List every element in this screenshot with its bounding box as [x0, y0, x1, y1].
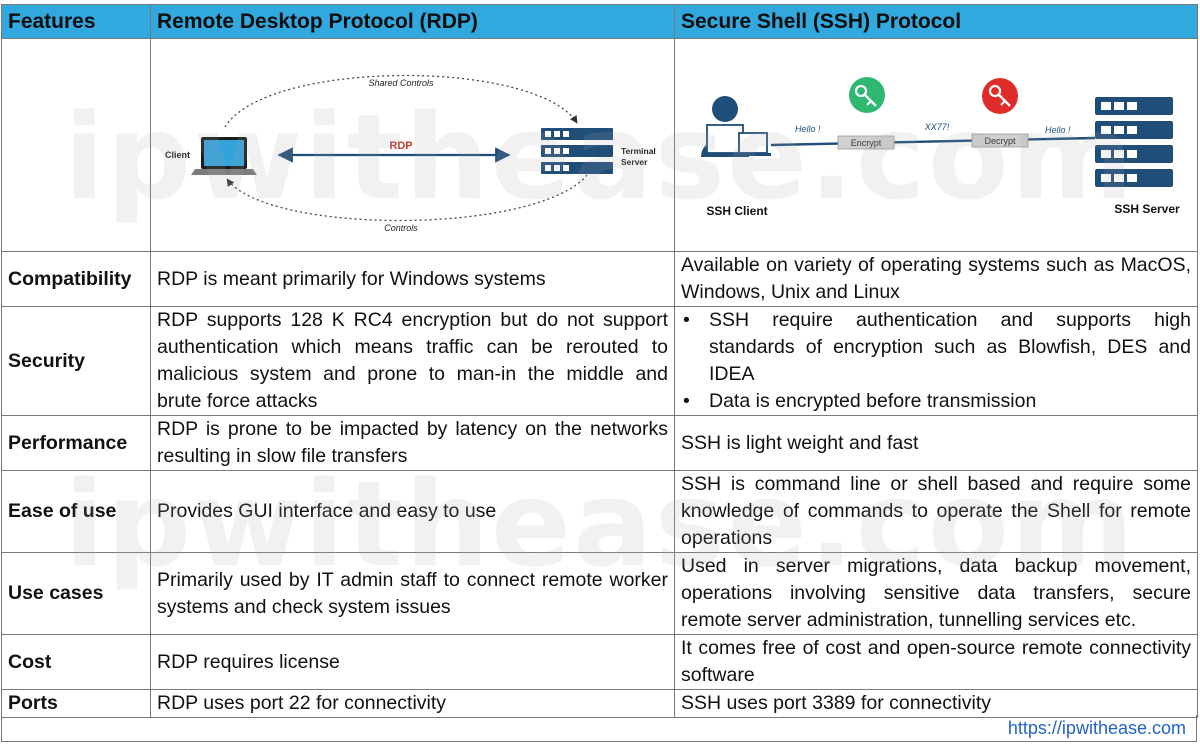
ssh-client-label: SSH Client [706, 204, 767, 218]
encrypt-label: Encrypt [851, 138, 882, 148]
ssh-server-icon [1095, 97, 1173, 187]
row-performance: Performance RDP is prone to be impacted … [1, 415, 1198, 471]
ssh-cell: SSH is command line or shell based and r… [674, 470, 1198, 553]
feature-cell: Compatibility [1, 251, 151, 307]
rdp-diagram: Shared Controls Controls Client RDP [165, 74, 656, 233]
server-label: Server [621, 157, 648, 167]
rdp-cell: RDP supports 128 K RC4 encryption but do… [150, 306, 675, 416]
ssh-cell: Available on variety of operating system… [674, 251, 1198, 307]
header-rdp: Remote Desktop Protocol (RDP) [150, 4, 675, 39]
decrypt-label: Decrypt [984, 136, 1016, 146]
row-use-cases: Use cases Primarily used by IT admin sta… [1, 552, 1198, 635]
row-cost: Cost RDP requires license It comes free … [1, 634, 1198, 690]
source-url-link[interactable]: https://ipwithease.com [1007, 718, 1186, 738]
hello-left-label: Hello ! [795, 124, 821, 134]
rdp-cell: Provides GUI interface and easy to use [150, 470, 675, 553]
ssh-connection-line [770, 136, 1096, 147]
decrypt-box [971, 133, 1029, 148]
ssh-cell: SSH require authentication and supports … [674, 306, 1198, 416]
diagram-row: Shared Controls Controls Client RDP [1, 38, 1198, 252]
ssh-server-label: SSH Server [1114, 202, 1180, 216]
rdp-cell: RDP uses port 22 for connectivity [150, 689, 675, 718]
rdp-cell: RDP is meant primarily for Windows syste… [150, 251, 675, 307]
feature-cell: Ease of use [1, 470, 151, 553]
header-row: Features Remote Desktop Protocol (RDP) S… [1, 4, 1198, 39]
rdp-protocol-label: RDP [389, 140, 412, 152]
feature-cell: Ports [1, 689, 151, 718]
laptop-icon [191, 137, 257, 175]
controls-label: Controls [384, 223, 418, 233]
client-label: Client [165, 150, 190, 160]
source-footer: https://ipwithease.com [1, 715, 1197, 742]
rdp-cell: RDP requires license [150, 634, 675, 690]
rdp-cell: RDP is prone to be impacted by latency o… [150, 415, 675, 471]
comparison-table: Features Remote Desktop Protocol (RDP) S… [1, 4, 1198, 718]
row-ease-of-use: Ease of use Provides GUI interface and e… [1, 470, 1198, 553]
diagram-empty-cell [1, 38, 151, 252]
ssh-diagram-cell: Hello ! Encrypt XX77! Decrypt Hello ! [674, 38, 1198, 252]
ssh-diagram: Hello ! Encrypt XX77! Decrypt Hello ! [701, 77, 1180, 218]
header-features: Features [1, 4, 151, 39]
ssh-cell: It comes free of cost and open-source re… [674, 634, 1198, 690]
feature-cell: Use cases [1, 552, 151, 635]
encrypt-box [837, 135, 895, 150]
header-ssh: Secure Shell (SSH) Protocol [674, 4, 1198, 39]
list-item: Data is encrypted before transmission [681, 388, 1191, 415]
green-key-icon [849, 77, 885, 113]
shared-controls-arc [224, 74, 578, 128]
feature-cell: Cost [1, 634, 151, 690]
hello-right-label: Hello ! [1045, 125, 1071, 135]
row-ports: Ports RDP uses port 22 for connectivity … [1, 689, 1198, 718]
feature-cell: Security [1, 306, 151, 416]
shared-controls-label: Shared Controls [368, 78, 434, 88]
list-item: SSH require authentication and supports … [681, 307, 1191, 388]
terminal-label: Terminal [621, 146, 656, 156]
cipher-label: XX77! [924, 122, 950, 132]
ssh-security-list: SSH require authentication and supports … [681, 307, 1191, 415]
red-key-icon [982, 78, 1018, 114]
row-compatibility: Compatibility RDP is meant primarily for… [1, 251, 1198, 307]
ssh-cell: SSH is light weight and fast [674, 415, 1198, 471]
controls-arc [226, 174, 588, 222]
feature-cell: Performance [1, 415, 151, 471]
ssh-cell: SSH uses port 3389 for connectivity [674, 689, 1198, 718]
row-security: Security RDP supports 128 K RC4 encrypti… [1, 306, 1198, 416]
ssh-cell: Used in server migrations, data backup m… [674, 552, 1198, 635]
terminal-server-icon [541, 128, 613, 174]
rdp-cell: Primarily used by IT admin staff to conn… [150, 552, 675, 635]
user-icon [701, 96, 771, 157]
rdp-diagram-cell: Shared Controls Controls Client RDP [150, 38, 675, 252]
